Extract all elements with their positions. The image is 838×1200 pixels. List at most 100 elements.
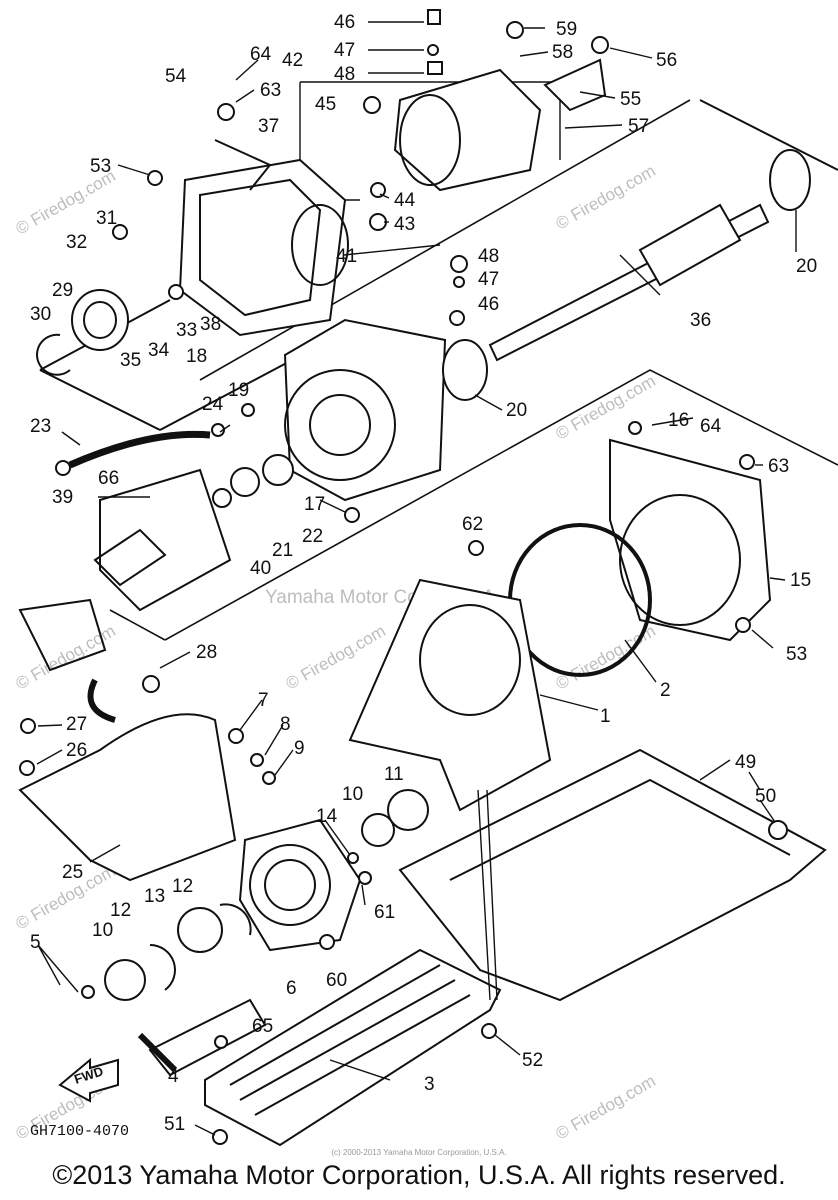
callout-10-b: 10	[92, 920, 113, 941]
nozzle-housing	[178, 139, 349, 337]
callout-48: 48	[334, 64, 355, 85]
callout-23: 23	[30, 416, 51, 437]
callout-2: 2	[660, 680, 671, 701]
callout-64: 64	[250, 44, 272, 65]
bearing-housing	[238, 818, 362, 952]
drive-shaft	[488, 149, 811, 362]
callout-41: 41	[336, 246, 357, 267]
callout-19: 19	[228, 380, 249, 401]
callout-45: 45	[315, 94, 336, 115]
callout-42: 42	[282, 50, 303, 71]
callout-10: 10	[342, 784, 363, 805]
callout-27: 27	[66, 714, 87, 735]
intake-grate	[204, 948, 502, 1147]
callout-58: 58	[552, 42, 573, 63]
callout-29: 29	[52, 280, 73, 301]
callout-65: 65	[252, 1016, 273, 1037]
callout-66: 66	[98, 468, 119, 489]
callout-48-b: 48	[478, 246, 499, 267]
callout-11: 11	[384, 764, 404, 785]
callout-52: 52	[522, 1050, 543, 1071]
callout-7: 7	[258, 690, 269, 711]
ride-plate	[398, 748, 827, 1002]
callout-24: 24	[202, 394, 224, 415]
callout-5: 5	[30, 932, 41, 953]
callout-32: 32	[66, 232, 87, 253]
callout-56: 56	[656, 50, 677, 71]
watermark: © Firedog.com	[283, 621, 389, 693]
callout-40: 40	[250, 558, 271, 579]
callout-20: 20	[796, 256, 817, 277]
callout-46: 46	[334, 12, 355, 33]
callout-36: 36	[690, 310, 711, 331]
callout-4: 4	[168, 1066, 179, 1087]
callout-55: 55	[620, 89, 641, 110]
callout-60: 60	[326, 970, 347, 991]
callout-54: 54	[165, 66, 187, 87]
callout-63-b: 63	[768, 456, 789, 477]
callout-57: 57	[628, 116, 649, 137]
callout-33: 33	[176, 320, 197, 341]
drawing-code: GH7100-4070	[30, 1123, 130, 1140]
callout-47: 47	[334, 40, 355, 61]
shaft	[137, 998, 267, 1077]
callout-30: 30	[30, 304, 51, 325]
callout-21: 21	[272, 540, 293, 561]
callout-31: 31	[96, 208, 117, 229]
callout-12: 12	[172, 876, 193, 897]
callout-43: 43	[394, 214, 415, 235]
callout-47-b: 47	[478, 269, 499, 290]
callout-46-b: 46	[478, 294, 499, 315]
callout-35: 35	[120, 350, 141, 371]
callout-20-b: 20	[506, 400, 527, 421]
callout-28: 28	[196, 642, 217, 663]
small-copyright: (c) 2000-2013 Yamaha Motor Corporation, …	[331, 1148, 507, 1157]
callout-59: 59	[556, 19, 577, 40]
watermark: © Firedog.com	[553, 161, 659, 233]
fwd-arrow: FWD	[58, 1057, 119, 1103]
intake-duct	[348, 578, 552, 812]
callout-34: 34	[148, 340, 170, 361]
callout-51: 51	[164, 1114, 185, 1135]
callout-44: 44	[394, 190, 416, 211]
steering-nozzle	[393, 58, 607, 192]
impeller	[93, 468, 232, 612]
callout-62: 62	[462, 514, 483, 535]
callout-26: 26	[66, 740, 87, 761]
callout-12-b: 12	[110, 900, 131, 921]
callout-8: 8	[280, 714, 291, 735]
callout-50: 50	[755, 786, 776, 807]
callout-17: 17	[304, 494, 325, 515]
callout-64-b: 64	[700, 416, 722, 437]
callout-63: 63	[260, 80, 281, 101]
callout-22: 22	[302, 526, 323, 547]
callout-14: 14	[316, 806, 338, 827]
callout-15: 15	[790, 570, 811, 591]
callout-39: 39	[52, 487, 73, 508]
callout-25: 25	[62, 862, 83, 883]
o-ring	[508, 523, 652, 677]
callout-3: 3	[424, 1074, 435, 1095]
callout-labels: 46 59 47 58 56 64 42 48 54 63 55 45 57 3…	[30, 12, 817, 1135]
callout-9: 9	[294, 738, 305, 759]
watermark: © Firedog.com	[553, 371, 659, 443]
impeller-housing	[283, 318, 488, 502]
callout-16: 16	[668, 410, 689, 431]
callout-13: 13	[144, 886, 165, 907]
watermark: © Firedog.com	[13, 621, 119, 693]
copyright-notice: ©2013 Yamaha Motor Corporation, U.S.A. A…	[52, 1160, 786, 1190]
callout-37: 37	[258, 116, 279, 137]
callout-61: 61	[374, 902, 395, 923]
callout-6: 6	[286, 978, 297, 999]
reverse-nozzle	[609, 438, 772, 642]
callout-49: 49	[735, 752, 756, 773]
callout-53-b: 53	[786, 644, 807, 665]
hull-cover	[18, 713, 237, 882]
callout-1: 1	[600, 706, 611, 727]
intake-cap	[36, 289, 129, 376]
callout-53: 53	[90, 156, 111, 177]
watermark: © Firedog.com	[553, 1071, 659, 1143]
callout-18: 18	[186, 346, 207, 367]
callout-38: 38	[200, 314, 221, 335]
